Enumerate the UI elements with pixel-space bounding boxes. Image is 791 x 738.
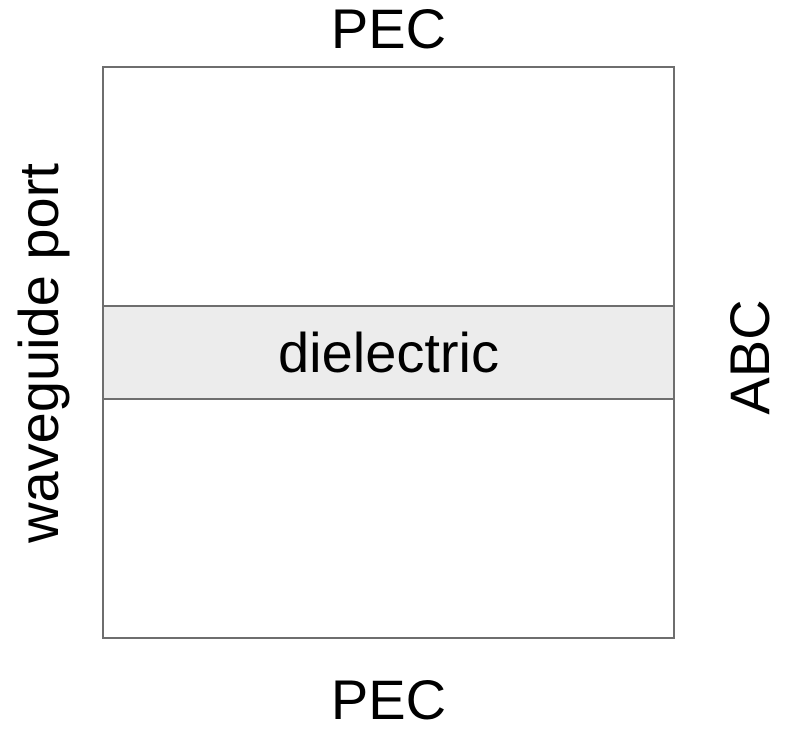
dielectric-region-label: dielectric: [278, 320, 499, 384]
boundary-label-top-pec: PEC: [330, 0, 447, 60]
boundary-label-bottom-pec: PEC: [330, 668, 447, 731]
simulation-domain-box: dielectric: [102, 66, 675, 639]
boundary-label-right-abc: ABC: [718, 299, 781, 415]
dielectric-region: dielectric: [104, 305, 673, 400]
boundary-label-left-waveguide-port: waveguide port: [7, 163, 70, 543]
